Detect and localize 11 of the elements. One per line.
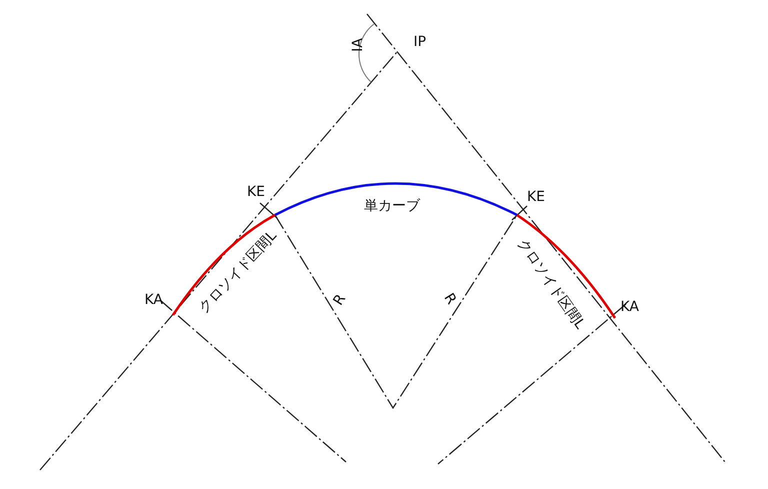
point-label: KE [527,190,546,204]
section-label: クロソイド区間L [196,228,280,316]
radius-label: R [331,292,348,308]
curve-label: 単カーブ [364,199,420,213]
angle-label: IA [350,38,365,52]
point-label: IP [414,35,426,49]
section-label: クロソイド区間L [514,236,587,332]
radius-label: R [441,291,458,307]
point-label: KE [247,185,266,199]
point-label: KA [144,293,164,307]
point-label: KA [620,300,640,314]
